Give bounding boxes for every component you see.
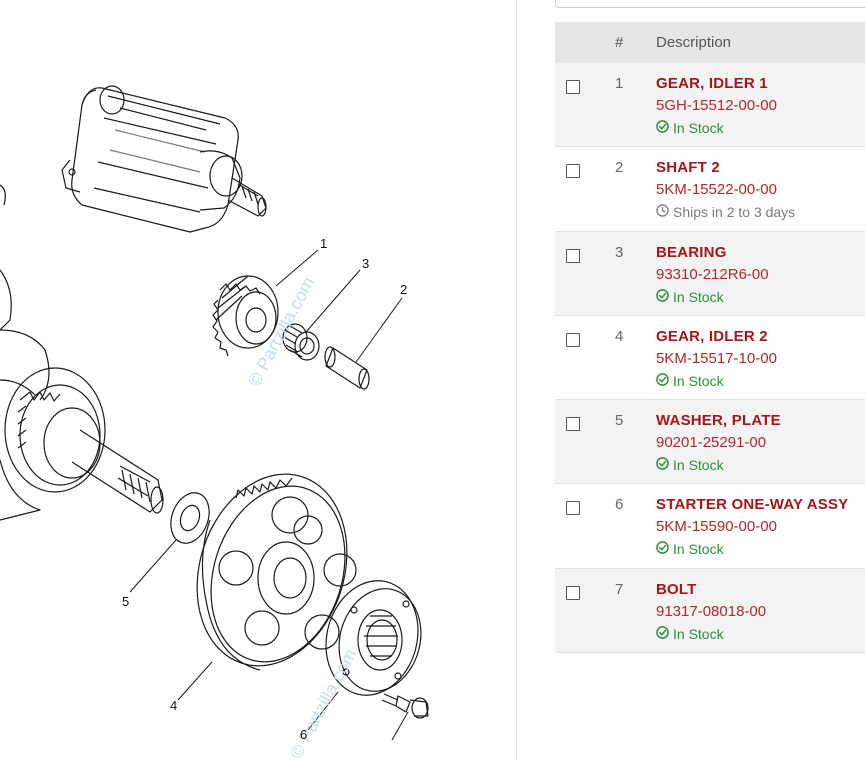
availability-text: In Stock <box>673 288 724 305</box>
part-number-link[interactable]: 5KM-15522-00-00 <box>656 181 777 199</box>
reference-number: 6 <box>615 496 624 514</box>
availability-text: Ships in 2 to 3 days <box>673 204 796 221</box>
shaft-2-illustration <box>324 346 370 390</box>
parts-list-panel: # Description 1 GEAR, IDLER 1 5GH-15512-… <box>517 0 865 760</box>
availability-status: In Stock <box>656 289 724 305</box>
washer-plate-illustration <box>170 492 210 544</box>
reference-number: 2 <box>615 159 624 177</box>
part-name-link[interactable]: STARTER ONE-WAY ASSY <box>656 496 849 514</box>
callout-6: 6 <box>300 727 307 742</box>
starter-one-way-illustration <box>325 580 422 696</box>
check-circle-icon <box>656 373 669 389</box>
callout-3: 3 <box>362 256 369 271</box>
table-row-2: 2 SHAFT 2 5KM-15522-00-00 Ships in 2 to … <box>555 147 865 232</box>
clock-icon <box>656 204 669 220</box>
table-row-5: 5 WASHER, PLATE 90201-25291-00 In Stock <box>555 400 865 485</box>
callout-2: 2 <box>400 282 407 297</box>
select-part-checkbox[interactable] <box>566 248 580 263</box>
check-circle-icon <box>656 120 669 136</box>
part-name-link[interactable]: WASHER, PLATE <box>656 412 781 430</box>
panel-divider <box>516 0 517 760</box>
idler-gear-2-illustration <box>196 473 357 671</box>
availability-status: Ships in 2 to 3 days <box>656 204 795 220</box>
availability-status: In Stock <box>656 373 724 389</box>
table-row-3: 3 BEARING 93310-212R6-00 In Stock <box>555 231 865 316</box>
check-circle-icon <box>656 541 669 557</box>
availability-status: In Stock <box>656 120 724 136</box>
availability-status: In Stock <box>656 541 724 557</box>
part-name-link[interactable]: GEAR, IDLER 2 <box>656 327 768 345</box>
check-circle-icon <box>656 457 669 473</box>
callout-1: 1 <box>320 236 327 251</box>
availability-text: In Stock <box>673 541 724 558</box>
svg-text:© Partzilla.com: © Partzilla.com <box>286 645 361 760</box>
select-part-checkbox[interactable] <box>566 80 580 94</box>
availability-text: In Stock <box>673 457 724 474</box>
table-row-6: 6 STARTER ONE-WAY ASSY 5KM-15590-00-00 I… <box>555 484 865 569</box>
starter-motor-illustration <box>61 85 267 233</box>
idler-gear-1-illustration <box>212 275 279 357</box>
select-part-checkbox[interactable] <box>566 585 580 600</box>
part-number-link[interactable]: 5KM-15590-00-00 <box>656 518 777 536</box>
reference-number: 1 <box>615 75 624 92</box>
parts-table: # Description 1 GEAR, IDLER 1 5GH-15512-… <box>555 22 865 654</box>
callout-5: 5 <box>122 594 129 609</box>
bolt-illustration <box>381 693 429 719</box>
check-circle-icon <box>656 625 669 642</box>
availability-text: In Stock <box>673 625 724 642</box>
part-number-link[interactable]: 5KM-15517-10-00 <box>656 349 777 367</box>
parts-diagram-drawing: © Partzilla.com © Partzilla.com 1 2 3 4 … <box>0 85 429 760</box>
select-part-checkbox[interactable] <box>566 417 580 432</box>
table-header: # Description <box>555 22 865 63</box>
part-number-link[interactable]: 91317-08018-00 <box>656 602 767 620</box>
table-row-4: 4 GEAR, IDLER 2 5KM-15517-10-00 In Stock <box>555 315 865 401</box>
exploded-parts-diagram: © Partzilla.com © Partzilla.com 1 2 3 4 … <box>0 85 429 760</box>
availability-status: In Stock <box>656 457 724 473</box>
needle-bearing-illustration <box>282 323 320 361</box>
reference-number: 3 <box>615 243 624 261</box>
part-name-link[interactable]: GEAR, IDLER 1 <box>656 75 768 92</box>
part-name-link[interactable]: SHAFT 2 <box>656 159 720 177</box>
availability-text: In Stock <box>673 120 724 136</box>
select-part-checkbox[interactable] <box>566 164 580 179</box>
column-header-number: # <box>615 34 624 51</box>
select-part-checkbox[interactable] <box>566 501 580 516</box>
availability-text: In Stock <box>673 372 724 389</box>
reference-number: 7 <box>615 580 624 598</box>
part-number-link[interactable]: 5GH-15512-00-00 <box>656 97 777 114</box>
callout-4: 4 <box>170 698 177 713</box>
crankshaft-illustration <box>0 184 164 521</box>
part-number-link[interactable]: 93310-212R6-00 <box>656 265 769 283</box>
search-input[interactable] <box>555 0 865 8</box>
part-name-link[interactable]: BEARING <box>656 243 727 261</box>
table-body: 1 GEAR, IDLER 1 5GH-15512-00-00 In Stock… <box>555 63 865 654</box>
column-header-description: Description <box>656 34 732 51</box>
select-part-checkbox[interactable] <box>566 332 580 347</box>
table-row-7: 7 BOLT 91317-08018-00 In Stock <box>555 568 865 654</box>
availability-status: In Stock <box>656 626 724 642</box>
reference-number: 4 <box>615 327 624 345</box>
part-number-link[interactable]: 90201-25291-00 <box>656 434 767 452</box>
table-row-1: 1 GEAR, IDLER 1 5GH-15512-00-00 In Stock <box>555 63 865 148</box>
check-circle-icon <box>656 288 669 305</box>
reference-number: 5 <box>615 412 624 430</box>
part-name-link[interactable]: BOLT <box>656 580 697 598</box>
